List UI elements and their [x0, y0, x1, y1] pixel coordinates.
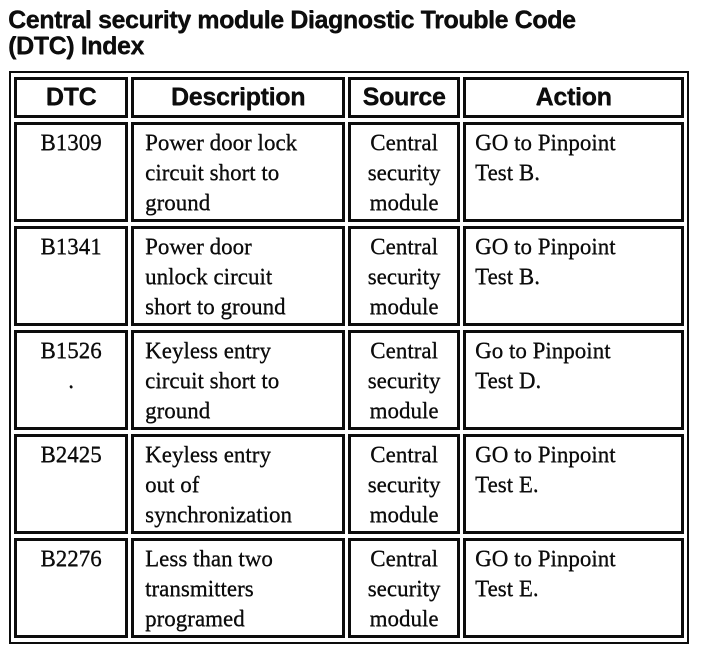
source-cell: Central security module: [348, 538, 460, 638]
action-cell: GO to Pinpoint Test E.: [463, 538, 684, 638]
dtc-cell: B1341: [14, 226, 128, 326]
action-cell: GO to Pinpoint Test B.: [463, 226, 684, 326]
description-cell: Keyless entry out of synchronization: [131, 434, 345, 534]
column-header-description: Description: [131, 77, 345, 118]
table-header-row: DTC Description Source Action: [14, 77, 684, 118]
column-header-dtc: DTC: [14, 77, 128, 118]
table-row: B2425 Keyless entry out of synchronizati…: [14, 434, 684, 534]
table-row: B1309 Power door lock circuit short to g…: [14, 122, 684, 222]
source-cell: Central security module: [348, 330, 460, 430]
source-cell: Central security module: [348, 434, 460, 534]
description-cell: Power door lock circuit short to ground: [131, 122, 345, 222]
dtc-cell: B2276: [14, 538, 128, 638]
dtc-index-table: DTC Description Source Action B1309 Powe…: [9, 71, 689, 644]
action-cell: GO to Pinpoint Test E.: [463, 434, 684, 534]
description-cell: Power door unlock circuit short to groun…: [131, 226, 345, 326]
dtc-cell: B2425: [14, 434, 128, 534]
description-cell: Keyless entry circuit short to ground: [131, 330, 345, 430]
table-row: B2276 Less than two transmitters program…: [14, 538, 684, 638]
page-title: Central security module Diagnostic Troub…: [8, 6, 576, 60]
table-row: B1341 Power door unlock circuit short to…: [14, 226, 684, 326]
column-header-source: Source: [348, 77, 460, 118]
dtc-cell: B1526 .: [14, 330, 128, 430]
source-cell: Central security module: [348, 226, 460, 326]
description-cell: Less than two transmitters programed: [131, 538, 345, 638]
action-cell: GO to Pinpoint Test B.: [463, 122, 684, 222]
column-header-action: Action: [463, 77, 684, 118]
table-row: B1526 . Keyless entry circuit short to g…: [14, 330, 684, 430]
source-cell: Central security module: [348, 122, 460, 222]
action-cell: Go to Pinpoint Test D.: [463, 330, 684, 430]
dtc-cell: B1309: [14, 122, 128, 222]
